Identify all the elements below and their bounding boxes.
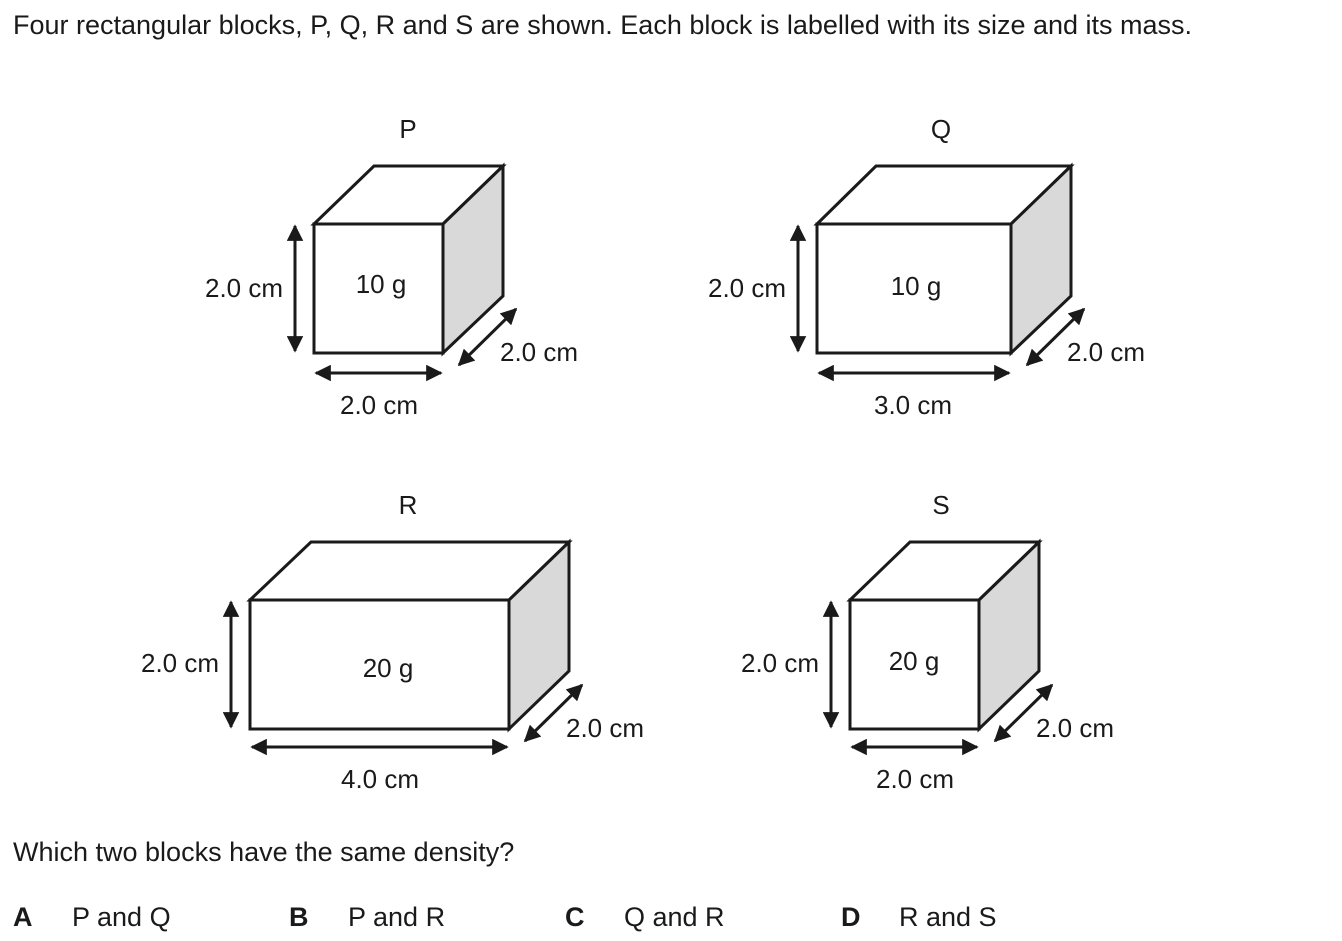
option-c-letter[interactable]: C (565, 902, 585, 932)
option-a-text[interactable]: P and Q (72, 902, 171, 932)
intro-text: Four rectangular blocks, P, Q, R and S a… (13, 10, 1193, 40)
block-s-mass: 20 g (889, 646, 940, 676)
block-q: Q 10 g 2.0 cm 3.0 cm 2.0 cm (708, 114, 1145, 420)
block-q-width-label: 3.0 cm (874, 390, 952, 420)
option-d-text[interactable]: R and S (899, 902, 997, 932)
option-b-text[interactable]: P and R (348, 902, 446, 932)
block-p-height-label: 2.0 cm (205, 273, 283, 303)
block-r-mass: 20 g (363, 653, 414, 683)
block-s-depth-arrow (993, 683, 1054, 743)
block-p: P 10 g 2.0 cm 2.0 cm 2.0 cm (205, 114, 578, 420)
block-r: R 20 g 2.0 cm 4.0 cm 2.0 cm (141, 490, 644, 794)
block-p-depth-arrow (457, 307, 518, 367)
block-r-width-label: 4.0 cm (341, 764, 419, 794)
block-r-front-face (248, 598, 511, 731)
block-s-title: S (932, 490, 949, 520)
block-q-title: Q (931, 114, 951, 144)
block-s-depth-label: 2.0 cm (1036, 713, 1114, 743)
block-s-width-label: 2.0 cm (876, 764, 954, 794)
block-s-height-label: 2.0 cm (741, 648, 819, 678)
block-q-depth-arrow (1025, 307, 1086, 367)
block-p-mass: 10 g (356, 269, 407, 299)
block-r-height-label: 2.0 cm (141, 648, 219, 678)
question-text: Which two blocks have the same density? (13, 837, 515, 867)
option-d-letter[interactable]: D (841, 902, 861, 932)
block-q-depth-label: 2.0 cm (1067, 337, 1145, 367)
block-q-mass: 10 g (891, 271, 942, 301)
block-r-title: R (399, 490, 418, 520)
block-r-depth-label: 2.0 cm (566, 713, 644, 743)
block-s: S 20 g 2.0 cm 2.0 cm 2.0 cm (741, 490, 1114, 794)
block-s-front-face (848, 598, 981, 731)
block-p-front-face (312, 222, 445, 355)
block-r-depth-arrow (523, 683, 584, 743)
block-p-title: P (399, 114, 416, 144)
block-q-height-label: 2.0 cm (708, 273, 786, 303)
option-c-text[interactable]: Q and R (624, 902, 725, 932)
block-p-width-label: 2.0 cm (340, 390, 418, 420)
block-q-front-face (815, 222, 1013, 355)
option-a-letter[interactable]: A (13, 902, 33, 932)
option-b-letter[interactable]: B (289, 902, 309, 932)
block-p-depth-label: 2.0 cm (500, 337, 578, 367)
